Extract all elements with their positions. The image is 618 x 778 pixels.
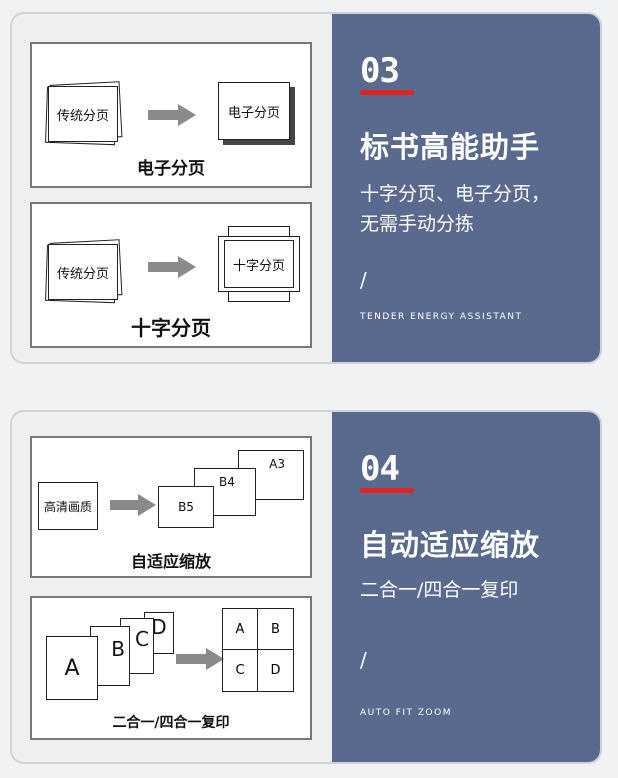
auto-zoom-caption: 自适应缩放 bbox=[130, 552, 211, 571]
arrow-right-icon bbox=[148, 104, 196, 126]
traditional-pages-label: 传统分页 bbox=[48, 86, 118, 142]
divider-slash: / bbox=[360, 268, 367, 292]
feature-subtitle-2: 无需手动分拣 bbox=[360, 213, 475, 235]
feature-subtitle-1: 十字分页、电子分页， bbox=[360, 183, 551, 205]
cross-pagination-caption: 十字分页 bbox=[131, 316, 211, 340]
four-up-grid: A B C D bbox=[222, 608, 294, 692]
divider-slash: / bbox=[360, 648, 367, 672]
feature-number: 04 bbox=[360, 449, 400, 489]
grid-cell: A bbox=[223, 609, 258, 650]
b5-page: B5 bbox=[158, 486, 214, 528]
feature-english: AUTO FIT ZOOM bbox=[360, 708, 452, 718]
feature-english: TENDER ENERGY ASSISTANT bbox=[360, 312, 523, 322]
feature-title: 标书高能助手 bbox=[360, 130, 541, 164]
grid-cell: C bbox=[223, 650, 258, 691]
feature-number: 03 bbox=[360, 51, 400, 91]
traditional-pages-stack: 传统分页 bbox=[45, 81, 123, 146]
cross-page: 十字分页 bbox=[218, 226, 300, 302]
feature-card-03: 传统分页 电子分页 电子分页 传统分页 bbox=[10, 12, 602, 364]
text-pane: 03 标书高能助手 十字分页、电子分页， 无需手动分拣 / TENDER ENE… bbox=[332, 14, 600, 362]
electronic-page: 电子分页 bbox=[218, 82, 295, 145]
electronic-pagination-panel: 传统分页 电子分页 电子分页 bbox=[30, 42, 312, 188]
illustration-pane: 高清画质 A3 B4 B5 自适应缩放 D C B A A B C D 二合 bbox=[12, 412, 332, 762]
combine-copy-caption: 二合一/四合一复印 bbox=[112, 715, 230, 731]
hd-quality-page: 高清画质 bbox=[38, 482, 98, 530]
arrow-right-icon bbox=[110, 494, 156, 516]
traditional-pages-stack: 传统分页 bbox=[45, 239, 123, 304]
page-a: A bbox=[46, 636, 98, 700]
combine-copy-panel: D C B A A B C D 二合一/四合一复印 bbox=[30, 596, 312, 740]
text-pane: 04 自动适应缩放 二合一/四合一复印 / AUTO FIT ZOOM bbox=[332, 412, 600, 762]
number-underline bbox=[360, 90, 414, 95]
cross-pagination-panel: 传统分页 十字分页 十字分页 bbox=[30, 202, 312, 348]
grid-cell: D bbox=[270, 663, 281, 678]
illustration-pane: 传统分页 电子分页 电子分页 传统分页 bbox=[12, 14, 332, 362]
feature-subtitle: 二合一/四合一复印 bbox=[360, 579, 519, 601]
number-underline bbox=[360, 488, 414, 493]
auto-zoom-panel: 高清画质 A3 B4 B5 自适应缩放 bbox=[30, 436, 312, 578]
arrow-right-icon bbox=[148, 256, 196, 278]
arrow-right-icon bbox=[176, 648, 224, 670]
electronic-pagination-caption: 电子分页 bbox=[137, 159, 205, 179]
feature-title: 自动适应缩放 bbox=[360, 528, 541, 562]
grid-cell: B bbox=[258, 609, 293, 650]
feature-card-04: 高清画质 A3 B4 B5 自适应缩放 D C B A A B C D 二合 bbox=[10, 410, 602, 764]
